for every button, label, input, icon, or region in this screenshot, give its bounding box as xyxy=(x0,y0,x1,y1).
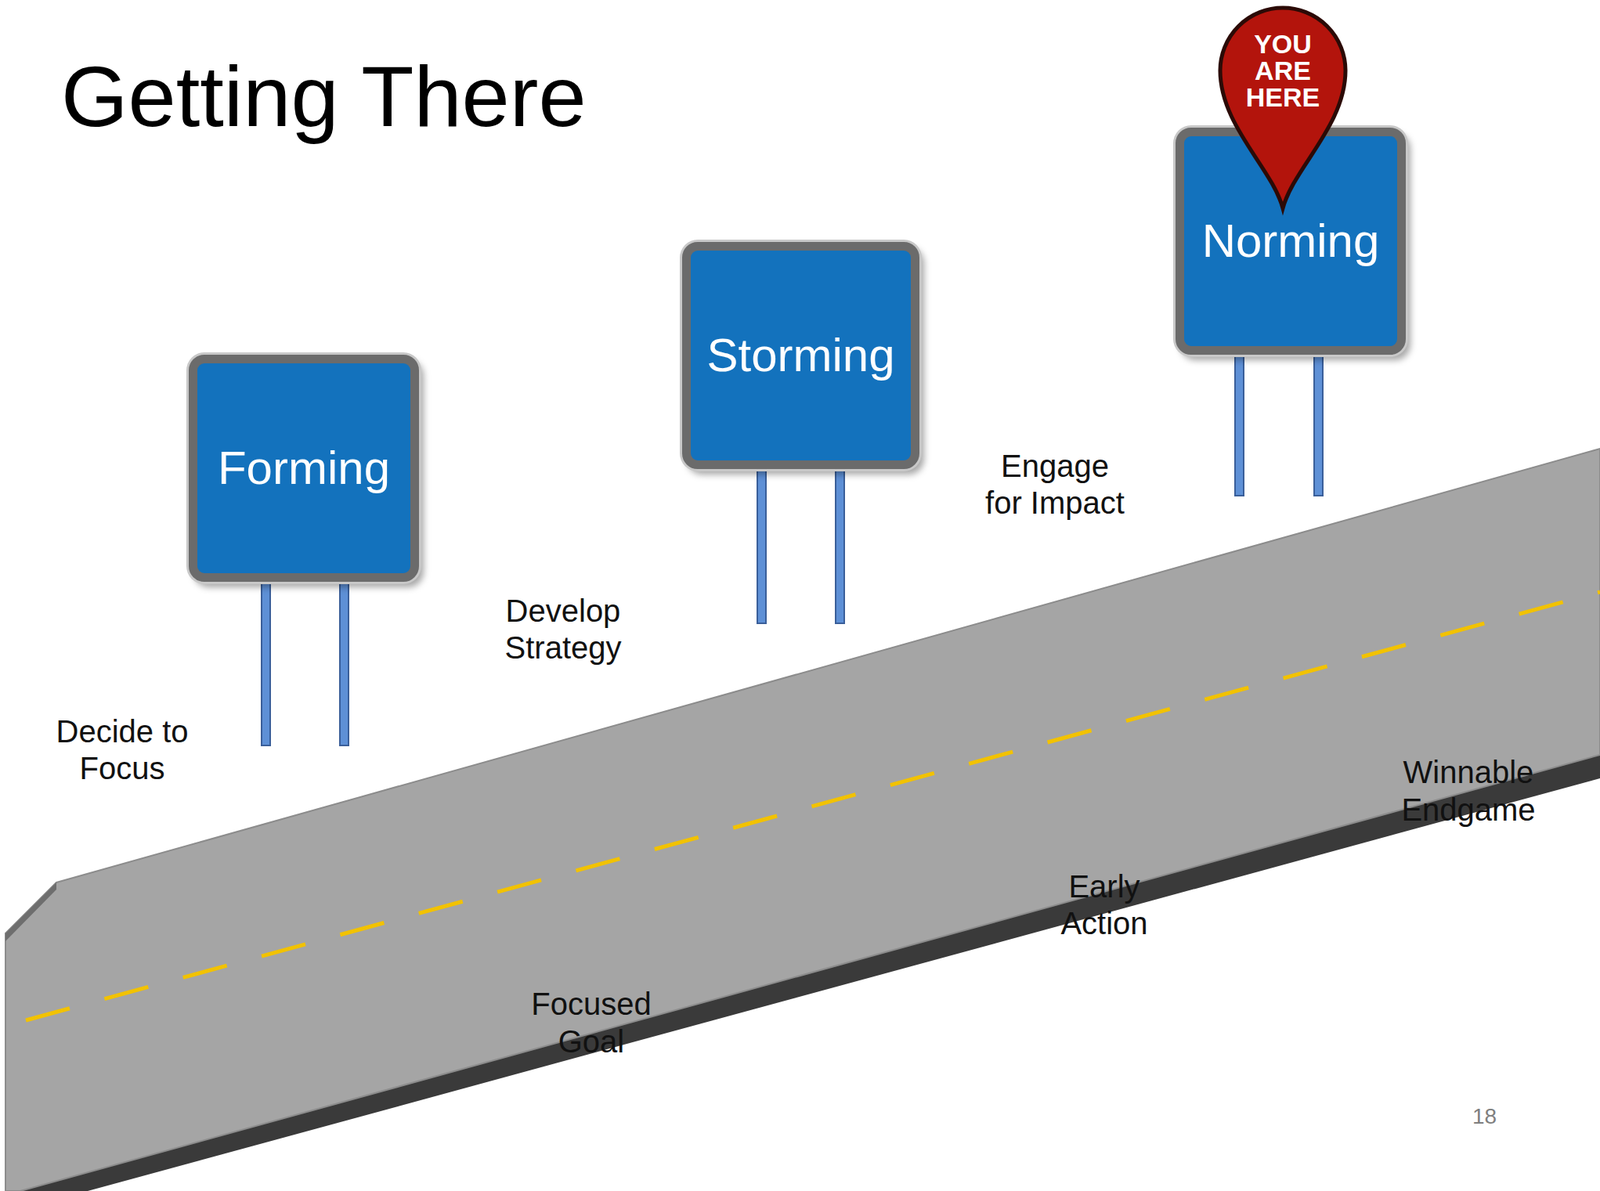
stone-text: Develop Strategy xyxy=(469,555,658,705)
you-are-here-pin: YOU ARE HERE xyxy=(1213,0,1352,214)
sign-post xyxy=(835,466,845,624)
slide-title: Getting There xyxy=(61,46,587,147)
stone-label: Focused Goal xyxy=(516,986,667,1060)
stone-text: Early Action xyxy=(1010,831,1199,979)
road-end xyxy=(5,882,57,942)
pin-text: YOU ARE HERE xyxy=(1227,30,1338,111)
pin-label: YOU ARE HERE xyxy=(1227,30,1338,111)
milestone: Engage for Impact xyxy=(960,319,1171,560)
sign-post xyxy=(339,579,349,746)
sign-label: Forming xyxy=(217,440,391,497)
page-number: 18 xyxy=(1472,1104,1497,1130)
milestone: Focused Goal xyxy=(497,837,708,1111)
stone-text: Focused Goal xyxy=(497,939,686,1108)
stone-label: Winnable Endgame xyxy=(1393,754,1544,828)
sign-label: Storming xyxy=(706,327,895,384)
sign-post xyxy=(1314,352,1323,496)
sign-post xyxy=(757,466,766,624)
road-sign: Forming xyxy=(188,354,419,582)
stone-text: Decide to Focus xyxy=(28,683,217,817)
road-sign: Storming xyxy=(682,241,920,470)
stone-label: Decide to Focus xyxy=(46,713,198,788)
pin-shape xyxy=(1220,7,1346,209)
sign-label: Norming xyxy=(1202,213,1380,270)
sign-post xyxy=(261,579,271,746)
milestone: Early Action xyxy=(1010,737,1221,983)
milestone: Decide to Focus xyxy=(28,590,239,820)
stone-label: Engage for Impact xyxy=(979,447,1131,522)
stone-text: Engage for Impact xyxy=(960,413,1149,557)
milestone: Winnable Endgame xyxy=(1374,621,1585,871)
stone-label: Develop Strategy xyxy=(487,592,639,667)
milestone: Develop Strategy xyxy=(469,462,680,708)
stone-text: Winnable Endgame xyxy=(1374,715,1563,868)
sign-post xyxy=(1235,352,1244,496)
stone-label: Early Action xyxy=(1029,868,1180,943)
